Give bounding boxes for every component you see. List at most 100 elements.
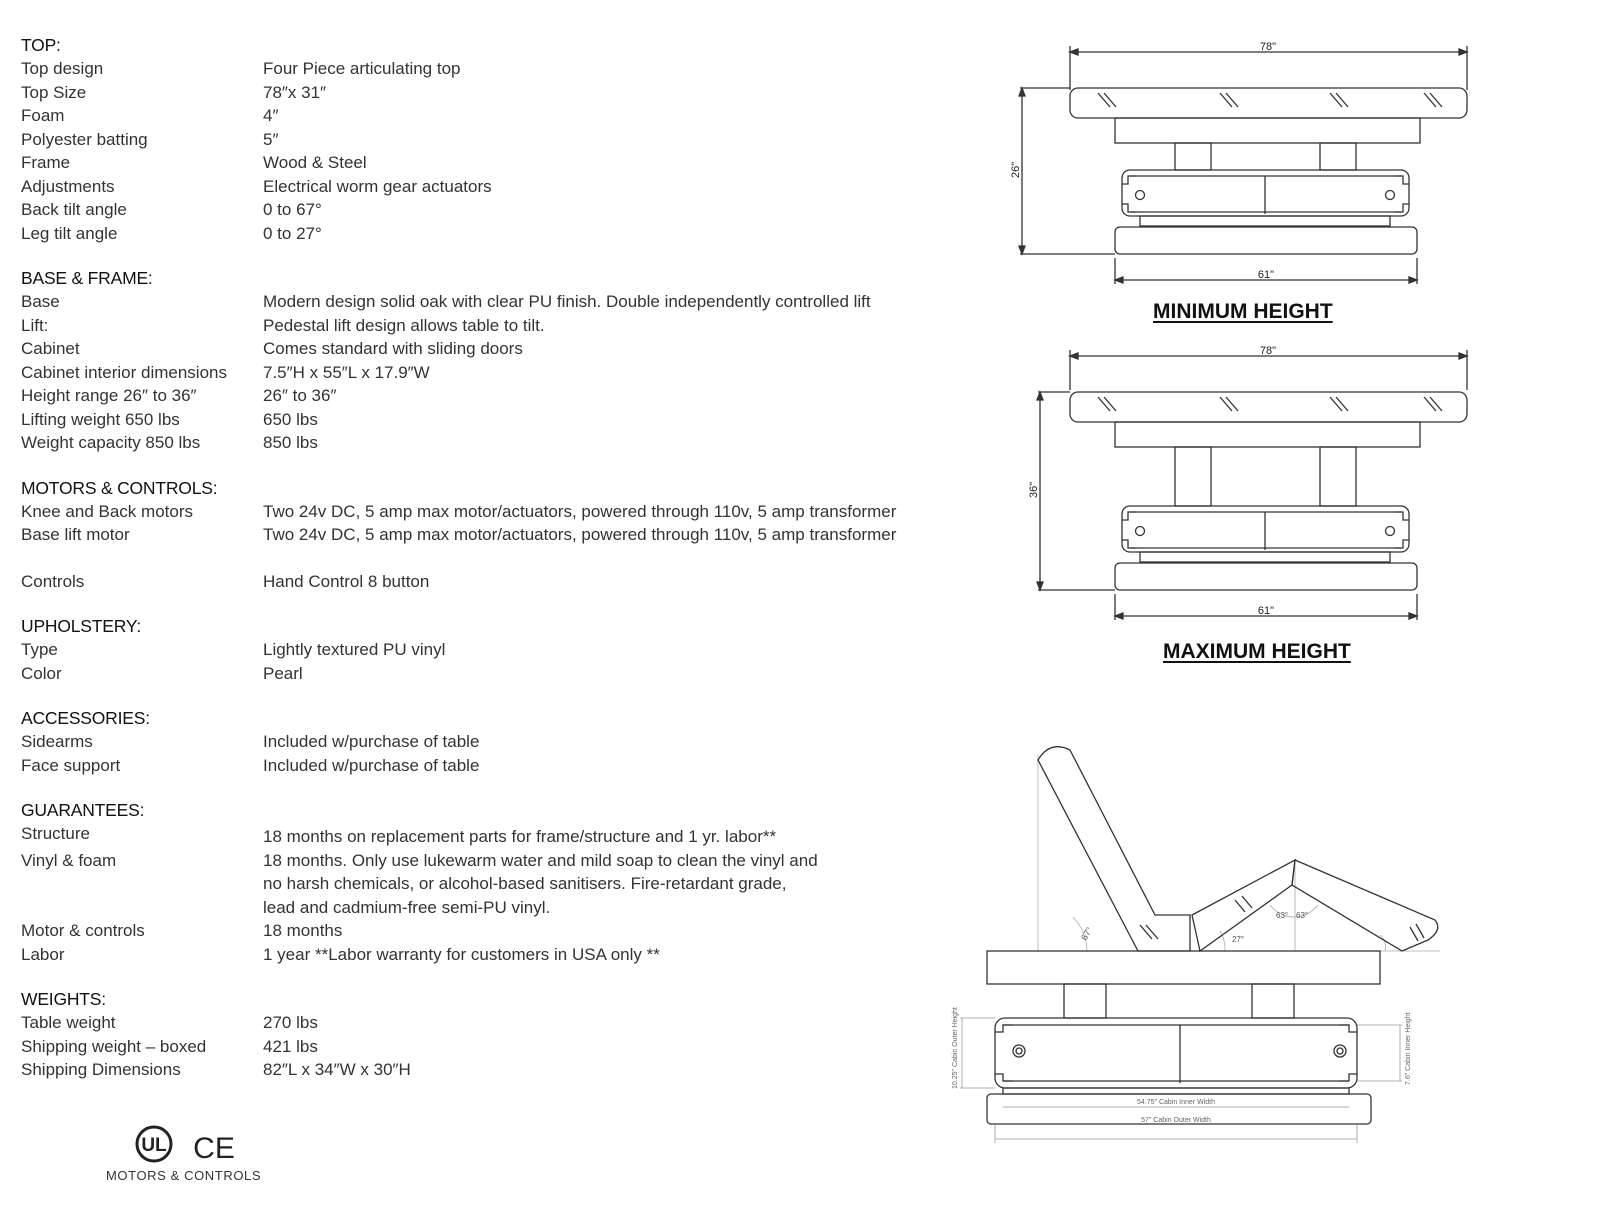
dim-base-width: 61" (1258, 605, 1274, 617)
spec-value: 18 months. Only use lukewarm water and m… (263, 849, 961, 920)
spec-row: Polyester batting 5″ (21, 128, 961, 152)
spec-row: Height range 26″ to 36″ 26″ to 36″ (21, 384, 961, 408)
spec-label: Table weight (21, 1013, 116, 1032)
dim-base-width: 61" (1258, 269, 1274, 281)
maximum-height-title: MAXIMUM HEIGHT (1163, 640, 1351, 663)
spec-row: Weight capacity 850 lbs 850 lbs (21, 431, 961, 455)
spec-label: Polyester batting (21, 129, 148, 149)
spec-value: 270 lbs (263, 1013, 318, 1032)
spec-label: Cabinet (21, 339, 80, 358)
spec-value: 850 lbs (263, 433, 318, 452)
angle-back: 67° (1079, 925, 1095, 942)
minimum-height-title: MINIMUM HEIGHT (1153, 300, 1333, 323)
ul-ce-marks: UL CE (135, 1125, 235, 1165)
spec-row: Face support Included w/purchase of table (21, 754, 961, 778)
tilt-angle-drawing: 67° 63° 63° 27° 10.25" C (940, 735, 1450, 1155)
spec-label: Height range 26″ to 36″ (21, 386, 197, 405)
section-heading-weights: WEIGHTS: (21, 989, 106, 1009)
section-heading-base-frame: BASE & FRAME: (21, 268, 153, 288)
minimum-height-drawing: 78" 26" 61" (1000, 30, 1490, 300)
spec-value: 18 months (263, 921, 343, 940)
ul-logo: UL (135, 1125, 173, 1163)
spec-value: Hand Control 8 button (263, 571, 430, 591)
section-heading-accessories: ACCESSORIES: (21, 708, 150, 728)
spec-row-structure: Structure 18 months on replacement parts… (21, 822, 961, 849)
spec-label: Vinyl & foam (21, 850, 117, 870)
spec-value-line: lead and cadmium-free semi-PU vinyl. (263, 897, 551, 917)
spec-value: Pearl (263, 663, 303, 683)
spec-row-controls: Controls Hand Control 8 button (21, 570, 961, 594)
spec-value: Included w/purchase of table (263, 732, 480, 751)
spec-label: Sidearms (21, 732, 93, 751)
dim-outer-height: 10.25" Cabin Outer Height (952, 1007, 959, 1089)
spec-value: Pedestal lift design allows table to til… (263, 315, 545, 335)
dim-height: 36" (1028, 482, 1040, 498)
spec-label: Lift: (21, 315, 49, 335)
spec-value-line: 18 months. Only use lukewarm water and m… (263, 850, 818, 870)
spec-value: Electrical worm gear actuators (263, 176, 492, 196)
spec-label: Weight capacity 850 lbs (21, 433, 201, 452)
spec-value: 1 year **Labor warranty for customers in… (263, 944, 660, 964)
spec-value-line: no harsh chemicals, or alcohol-based san… (263, 874, 787, 893)
spec-row: Leg tilt angle 0 to 27° (21, 222, 961, 246)
spec-value: Two 24v DC, 5 amp max motor/actuators, p… (263, 525, 897, 544)
spec-row-vinyl-foam: Vinyl & foam 18 months. Only use lukewar… (21, 849, 961, 920)
spec-value: 4″ (263, 106, 279, 125)
spec-label: Motor & controls (21, 921, 145, 940)
spec-row: Lift: Pedestal lift design allows table t… (21, 314, 961, 338)
spec-row: Cabinet Comes standard with sliding doors (21, 337, 961, 361)
spec-label: Leg tilt angle (21, 223, 118, 243)
spec-label: Labor (21, 944, 65, 964)
spec-row: Foam 4″ (21, 104, 961, 128)
spec-value: 18 months on replacement parts for frame… (263, 827, 777, 846)
dim-inner-height: 7.6" Cabin Inner Height (1405, 1012, 1412, 1085)
section-heading-top: TOP: (21, 35, 61, 55)
spec-value: Two 24v DC, 5 amp max motor/actuators, p… (263, 501, 897, 521)
spec-label: Shipping weight – boxed (21, 1036, 207, 1056)
angle-knee-left: 63° (1276, 911, 1288, 920)
spec-label: Top Size (21, 82, 87, 102)
spec-value: Included w/purchase of table (263, 755, 480, 775)
spec-value: 82″L x 34″W x 30″H (263, 1060, 411, 1079)
spec-value: 5″ (263, 129, 279, 149)
spec-label: Color (21, 663, 62, 683)
spec-row: Sidearms Included w/purchase of table (21, 730, 961, 754)
spec-row-motor-controls: Motor & controls 18 months (21, 919, 961, 943)
spec-row-labor: Labor 1 year **Labor warranty for custom… (21, 943, 961, 967)
spec-row: Table weight 270 lbs (21, 1011, 961, 1035)
spec-value: Wood & Steel (263, 153, 367, 172)
spec-value: 78″x 31″ (263, 82, 327, 102)
spec-label: Adjustments (21, 176, 115, 196)
spec-row: Color Pearl (21, 662, 961, 686)
dim-top-width: 78" (1260, 345, 1276, 357)
spec-value: Lightly textured PU vinyl (263, 640, 446, 659)
spec-row: Adjustments Electrical worm gear actuator… (21, 175, 961, 199)
spec-label: Foam (21, 106, 65, 125)
spec-row: Top Size 78″x 31″ (21, 81, 961, 105)
spec-value: 0 to 27° (263, 223, 322, 243)
spec-value: Comes standard with sliding doors (263, 339, 523, 358)
angle-leg: 27° (1232, 935, 1244, 944)
spec-value: 26″ to 36″ (263, 386, 337, 405)
section-heading-upholstery: UPHOLSTERY: (21, 616, 142, 636)
spec-label: Face support (21, 755, 121, 775)
dim-inner-width: 54.75" Cabin Inner Width (1137, 1099, 1215, 1106)
dim-outer-width: 57" Cabin Outer Width (1141, 1117, 1211, 1124)
dim-height: 26" (1010, 162, 1022, 178)
angle-knee-right: 63° (1296, 911, 1308, 920)
spec-value: Modern design solid oak with clear PU fi… (263, 292, 871, 311)
ul-mark-text: UL (141, 1135, 167, 1156)
